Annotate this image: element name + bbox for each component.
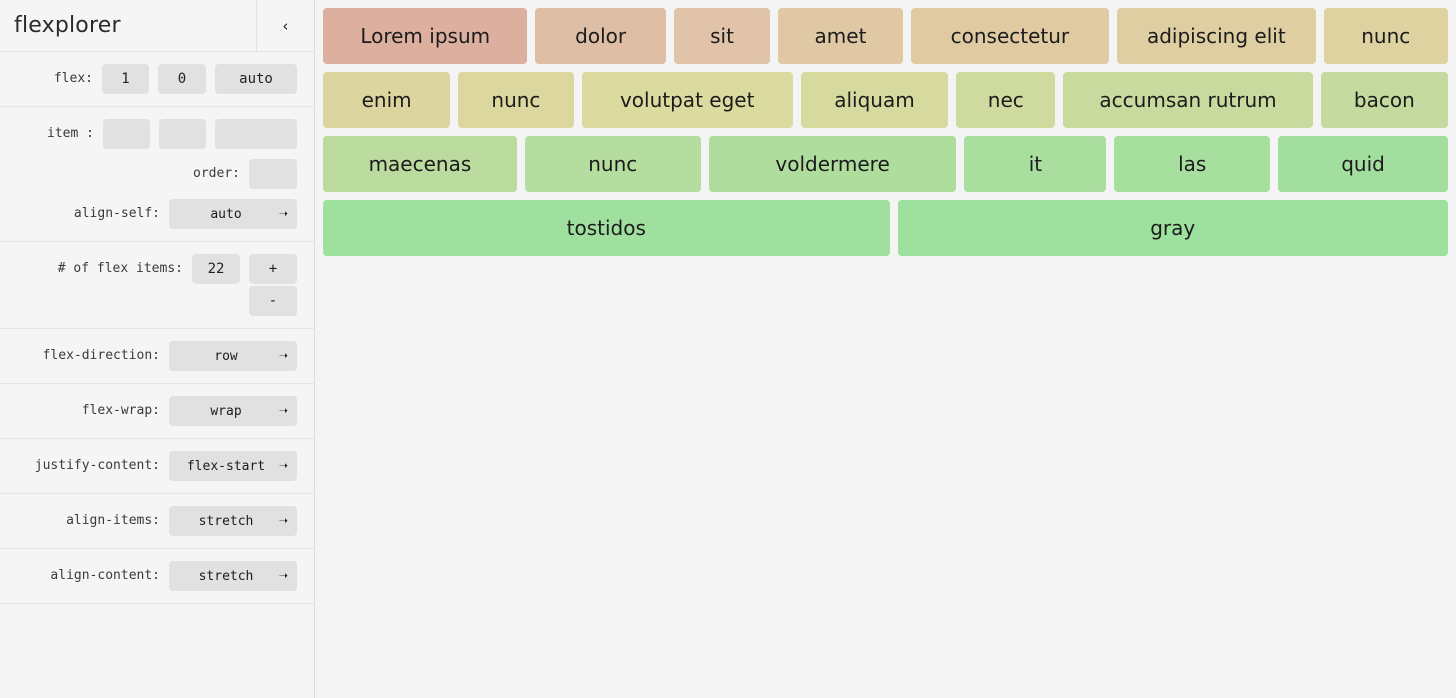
num-flex-items-stepper: + - xyxy=(249,254,297,316)
align-items-label: align-items: xyxy=(66,513,160,528)
flex-item[interactable]: consectetur xyxy=(910,8,1110,64)
flex-item-label: Lorem ipsum xyxy=(360,24,491,48)
flex-item[interactable]: las xyxy=(1114,136,1271,192)
flex-item-label: enim xyxy=(361,88,412,112)
flex-item-label: bacon xyxy=(1353,88,1415,112)
flex-item-label: voldermere xyxy=(775,152,890,176)
flex-item-label: tostidos xyxy=(566,216,646,240)
justify-content-label: justify-content: xyxy=(34,458,160,473)
control-row-flex-wrap: flex-wrap: wrap ➝ xyxy=(0,384,314,439)
sidebar-header: flexplorer ‹ xyxy=(0,0,314,52)
flex-item[interactable]: adipiscing elit xyxy=(1117,8,1316,64)
flex-item[interactable]: volutpat eget xyxy=(581,72,793,128)
flex-item-label: quid xyxy=(1341,152,1385,176)
flex-item[interactable]: nec xyxy=(956,72,1056,128)
main-panel: Lorem ipsum dolor sit amet consectetur adipis… xyxy=(315,0,1456,698)
flex-item-label: consectetur xyxy=(950,24,1070,48)
align-items-select[interactable]: stretch xyxy=(169,506,297,536)
flex-item[interactable]: nunc xyxy=(524,136,701,192)
flex-item[interactable]: tostidos xyxy=(323,200,890,256)
flex-wrap-select[interactable]: wrap xyxy=(169,396,297,426)
flex-item[interactable]: aliquam xyxy=(800,72,949,128)
control-row-num-items: # of flex items: + - xyxy=(0,242,314,329)
flex-basis-input[interactable] xyxy=(215,64,297,94)
control-row-item: item : order: align-self: auto ➝ xyxy=(0,107,314,242)
flex-item-label: nec xyxy=(987,88,1024,112)
flex-label: flex: xyxy=(53,71,93,86)
flex-item-label: nunc xyxy=(1361,24,1411,48)
flex-item[interactable]: dolor xyxy=(535,8,666,64)
item-grow-input[interactable] xyxy=(103,119,150,149)
flex-item-label: it xyxy=(1028,152,1043,176)
flex-item[interactable]: enim xyxy=(323,72,451,128)
control-row-align-items: align-items: stretch ➝ xyxy=(0,494,314,549)
flex-item-label: adipiscing elit xyxy=(1146,24,1286,48)
flex-item[interactable]: accumsan rutrum xyxy=(1063,72,1313,128)
item-basis-input[interactable] xyxy=(215,119,297,149)
flex-item-label: volutpat eget xyxy=(619,88,755,112)
flex-item[interactable]: quid xyxy=(1278,136,1448,192)
app-title: flexplorer xyxy=(14,13,121,38)
flex-item-label: maecenas xyxy=(368,152,472,176)
align-content-label: align-content: xyxy=(50,568,160,583)
flex-item-label: nunc xyxy=(588,152,638,176)
control-row-justify-content: justify-content: flex-start ➝ xyxy=(0,439,314,494)
flex-item[interactable]: gray xyxy=(897,200,1448,256)
align-self-select[interactable]: auto xyxy=(169,199,297,229)
flex-item[interactable]: nunc xyxy=(1323,8,1448,64)
order-input[interactable] xyxy=(249,159,297,189)
flex-item-label: amet xyxy=(814,24,867,48)
sidebar: flexplorer ‹ flex: item : order: xyxy=(0,0,315,698)
num-flex-items-label: # of flex items: xyxy=(57,261,183,276)
decrement-button[interactable]: - xyxy=(249,286,297,316)
flex-wrap-label: flex-wrap: xyxy=(81,403,160,418)
control-row-flex: flex: xyxy=(0,52,314,107)
control-row-flex-direction: flex-direction: row ➝ xyxy=(0,329,314,384)
justify-content-select[interactable]: flex-start xyxy=(169,451,297,481)
flex-item[interactable]: bacon xyxy=(1320,72,1448,128)
order-label: order: xyxy=(193,166,240,181)
flex-container: Lorem ipsum dolor sit amet consectetur adipis… xyxy=(323,8,1448,256)
flex-item-label: nunc xyxy=(491,88,541,112)
flex-item-label: dolor xyxy=(575,24,627,48)
flex-item[interactable]: nunc xyxy=(458,72,574,128)
sidebar-collapse-button[interactable]: ‹ xyxy=(256,0,314,51)
chevron-left-icon: ‹ xyxy=(280,16,291,35)
flex-direction-label: flex-direction: xyxy=(42,348,160,363)
item-shrink-input[interactable] xyxy=(159,119,206,149)
flex-item[interactable]: maecenas xyxy=(323,136,517,192)
flex-direction-select[interactable]: row xyxy=(169,341,297,371)
num-flex-items-input[interactable] xyxy=(192,254,240,284)
flex-item[interactable]: sit xyxy=(673,8,771,64)
flex-shrink-input[interactable] xyxy=(158,64,206,94)
flex-item-label: sit xyxy=(710,24,734,48)
flex-item[interactable]: it xyxy=(964,136,1107,192)
flex-item[interactable]: amet xyxy=(778,8,903,64)
align-content-select[interactable]: stretch xyxy=(169,561,297,591)
flex-item[interactable]: Lorem ipsum xyxy=(323,8,528,64)
flex-item-label: accumsan rutrum xyxy=(1099,88,1277,112)
control-row-align-content: align-content: stretch ➝ xyxy=(0,549,314,604)
flex-item[interactable]: voldermere xyxy=(708,136,957,192)
flex-grow-input[interactable] xyxy=(102,64,149,94)
align-self-label: align-self: xyxy=(73,206,160,221)
flex-item-label: aliquam xyxy=(834,88,915,112)
flex-item-label: las xyxy=(1178,152,1207,176)
flex-item-label: gray xyxy=(1150,216,1196,240)
increment-button[interactable]: + xyxy=(249,254,297,284)
item-label: item : xyxy=(47,126,94,141)
